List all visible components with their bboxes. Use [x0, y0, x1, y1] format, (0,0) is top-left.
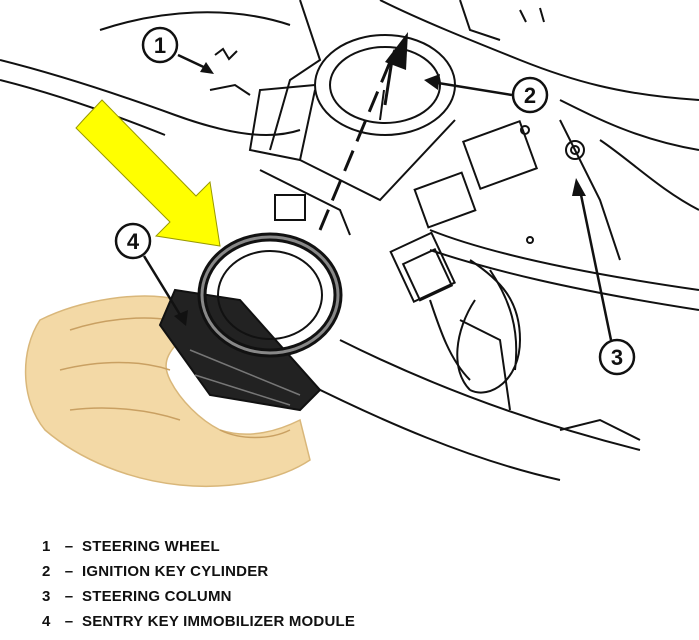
- callout-1-number: 1: [154, 33, 166, 58]
- steering-column-illustration: 1 2 3 4: [0, 0, 699, 488]
- legend-item-label: IGNITION KEY CYLINDER: [82, 563, 269, 580]
- callout-3: 3: [572, 178, 636, 376]
- technician-hand-art: [24, 295, 311, 488]
- legend-item: 3–STEERING COLUMN: [42, 584, 355, 609]
- callout-4: 4: [114, 222, 188, 326]
- steering-column-art: [269, 0, 699, 481]
- parts-legend: 1–STEERING WHEEL 2–IGNITION KEY CYLINDER…: [42, 534, 355, 634]
- legend-item-number: 4: [42, 613, 51, 630]
- immobilizer-module-art: [158, 232, 343, 412]
- callout-2: 2: [424, 74, 549, 114]
- callout-3-number: 3: [611, 345, 623, 370]
- wiring-harness-art: [389, 231, 522, 411]
- callout-2-number: 2: [524, 83, 536, 108]
- steering-wheel-art: [0, 11, 301, 136]
- legend-item-label: STEERING COLUMN: [82, 588, 232, 605]
- legend-item-separator: –: [64, 563, 74, 580]
- callout-1: 1: [141, 26, 214, 74]
- legend-item-separator: –: [64, 588, 74, 605]
- ignition-key-cylinder-art: [248, 34, 456, 236]
- legend-item-label: SENTRY KEY IMMOBILIZER MODULE: [82, 613, 356, 630]
- legend-item-separator: –: [64, 613, 74, 630]
- yellow-highlight-arrow: [75, 99, 221, 247]
- legend-item: 2–IGNITION KEY CYLINDER: [42, 559, 355, 584]
- legend-item-number: 1: [42, 538, 51, 555]
- legend-item-number: 3: [42, 588, 51, 605]
- legend-item-separator: –: [64, 538, 74, 555]
- legend-item: 1–STEERING WHEEL: [42, 534, 355, 559]
- legend-item-number: 2: [42, 563, 51, 580]
- legend-item-label: STEERING WHEEL: [82, 538, 220, 555]
- removal-direction-arrow: [318, 32, 408, 231]
- legend-item: 4–SENTRY KEY IMMOBILIZER MODULE: [42, 609, 355, 634]
- callout-4-number: 4: [127, 229, 140, 254]
